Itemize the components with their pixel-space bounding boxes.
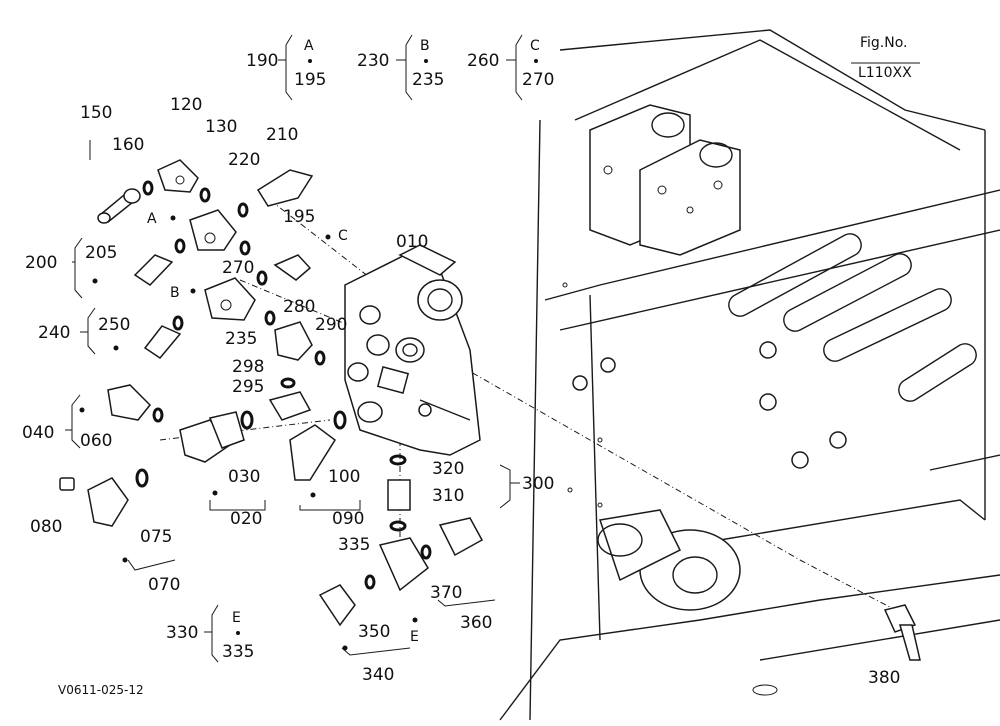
callout-210: 210 <box>266 125 298 145</box>
callout-235: 235 <box>225 329 257 349</box>
group-sub-195: 195 <box>294 70 326 90</box>
marker-c: C <box>338 228 348 244</box>
callout-075: 075 <box>140 527 172 547</box>
callout-340: 340 <box>362 665 394 685</box>
callout-298: 298 <box>232 357 264 377</box>
o-rings <box>135 180 432 590</box>
control-valve-010 <box>344 244 481 456</box>
figure-code: V0611-025-12 <box>58 683 144 697</box>
figure-info: Fig.No. L110XX V0611-025-12 <box>58 35 912 697</box>
callout-370: 370 <box>430 583 462 603</box>
callout-290: 290 <box>315 315 347 335</box>
callout-335: 335 <box>338 535 370 555</box>
callout-300: 300 <box>522 474 554 494</box>
group-sub-270: 270 <box>522 70 554 90</box>
group-ref-330: 330 <box>166 623 198 643</box>
fig-label: Fig.No. <box>860 35 908 51</box>
frame-structure <box>499 29 1000 721</box>
callout-320: 320 <box>432 459 464 479</box>
callout-240: 240 <box>38 323 70 343</box>
callout-350: 350 <box>358 622 390 642</box>
callout-060: 060 <box>80 431 112 451</box>
marker-e: E <box>410 629 419 645</box>
group-sub-235: 235 <box>412 70 444 90</box>
callout-090: 090 <box>332 509 364 529</box>
callout-020: 020 <box>230 509 262 529</box>
callout-080: 080 <box>30 517 62 537</box>
callout-030: 030 <box>228 467 260 487</box>
callout-200: 200 <box>25 253 57 273</box>
fittings <box>59 159 921 661</box>
callout-040: 040 <box>22 423 54 443</box>
part-callouts: 150 160 120 130 210 220 195 A 200 205 27… <box>22 95 900 688</box>
leader-lines <box>65 34 920 663</box>
callout-120: 120 <box>170 95 202 115</box>
callout-010: 010 <box>396 232 428 252</box>
group-labels: 190 A 195 230 B 235 260 C 270 330 E 335 <box>166 38 554 662</box>
marker-b: B <box>170 285 180 301</box>
callout-295: 295 <box>232 377 264 397</box>
group-ref-190: 190 <box>246 51 278 71</box>
callout-380: 380 <box>868 668 900 688</box>
callout-070: 070 <box>148 575 180 595</box>
callout-270: 270 <box>222 258 254 278</box>
group-ref-260: 260 <box>467 51 499 71</box>
callout-250: 250 <box>98 315 130 335</box>
marker-a: A <box>147 211 157 227</box>
callout-360: 360 <box>460 613 492 633</box>
group-ref-230: 230 <box>357 51 389 71</box>
callout-310: 310 <box>432 486 464 506</box>
callout-195: 195 <box>283 207 315 227</box>
group-letter-e: E <box>232 610 241 626</box>
callout-280: 280 <box>283 297 315 317</box>
callout-130: 130 <box>205 117 237 137</box>
callout-220: 220 <box>228 150 260 170</box>
group-sub-335: 335 <box>222 642 254 662</box>
fig-number: L110XX <box>858 65 912 81</box>
callout-160: 160 <box>112 135 144 155</box>
callout-100: 100 <box>328 467 360 487</box>
callout-205: 205 <box>85 243 117 263</box>
group-letter-b: B <box>420 38 430 54</box>
group-letter-c: C <box>530 38 540 54</box>
marker-dots <box>79 215 418 651</box>
group-letter-a: A <box>304 38 314 54</box>
callout-150: 150 <box>80 103 112 123</box>
